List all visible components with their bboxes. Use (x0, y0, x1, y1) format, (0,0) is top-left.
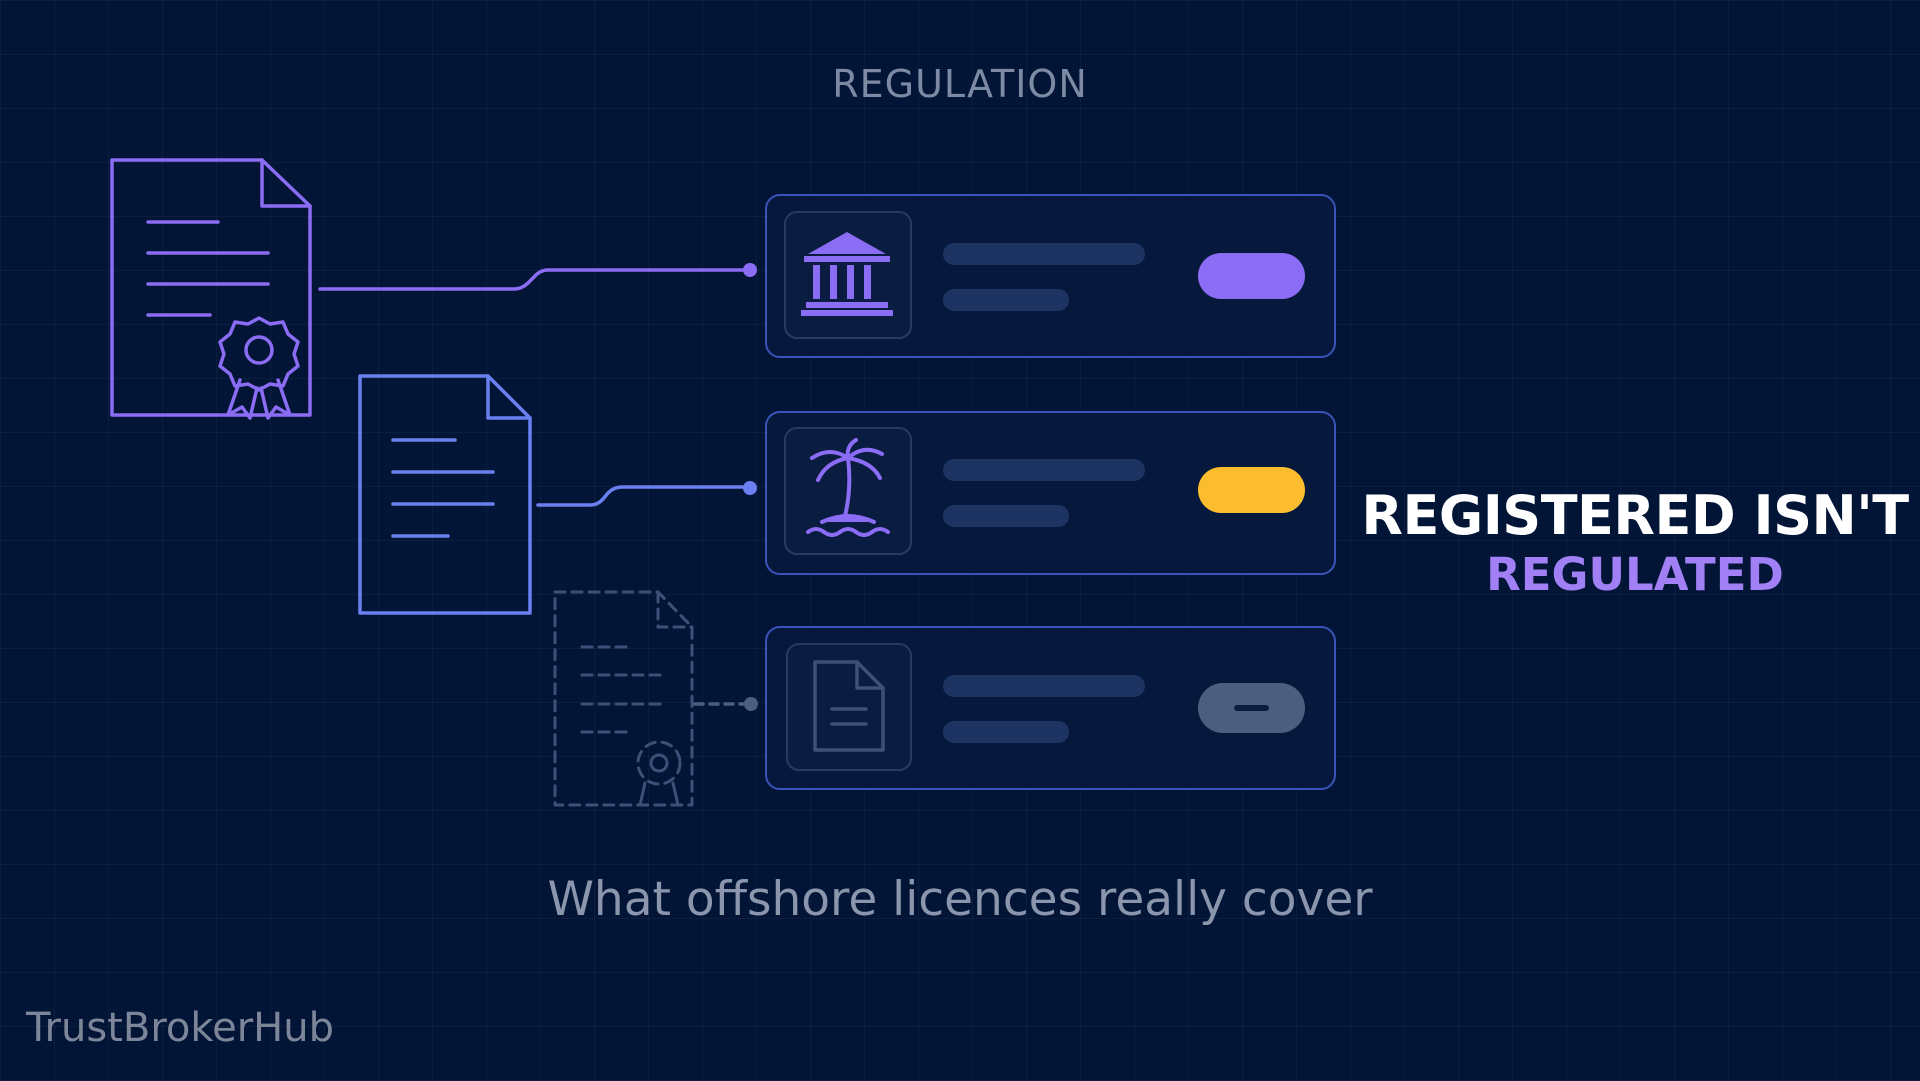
bank-building-icon (801, 232, 893, 316)
status-pill-none (1198, 683, 1305, 733)
dashed-certificate-document-icon (553, 590, 694, 807)
status-pill-regulated (1198, 253, 1305, 299)
connector-lines (318, 263, 758, 711)
status-pill-offshore (1198, 467, 1305, 513)
headline: REGISTERED ISN'T REGULATED (1350, 485, 1920, 603)
plain-document-icon (358, 374, 532, 615)
headline-line-1: REGISTERED ISN'T (1361, 484, 1909, 547)
certificate-document-icon (110, 158, 312, 420)
caption: What offshore licences really cover (547, 872, 1373, 927)
connector-1-dot (743, 263, 757, 277)
licence-card-regulated (765, 194, 1336, 358)
section-label: REGULATION (832, 62, 1088, 106)
brand-logo-text: TrustBrokerHub (26, 1005, 334, 1051)
connector-1 (318, 268, 751, 291)
palm-island-icon (806, 438, 890, 537)
licence-card-none (765, 626, 1336, 790)
connector-2 (536, 485, 751, 507)
licence-card-offshore (765, 411, 1336, 575)
headline-line-2: REGULATED (1486, 548, 1784, 601)
document-icon (813, 660, 885, 752)
connector-2-dot (743, 481, 757, 495)
seal-rosette-icon (218, 316, 300, 420)
connector-3-dot (744, 697, 758, 711)
